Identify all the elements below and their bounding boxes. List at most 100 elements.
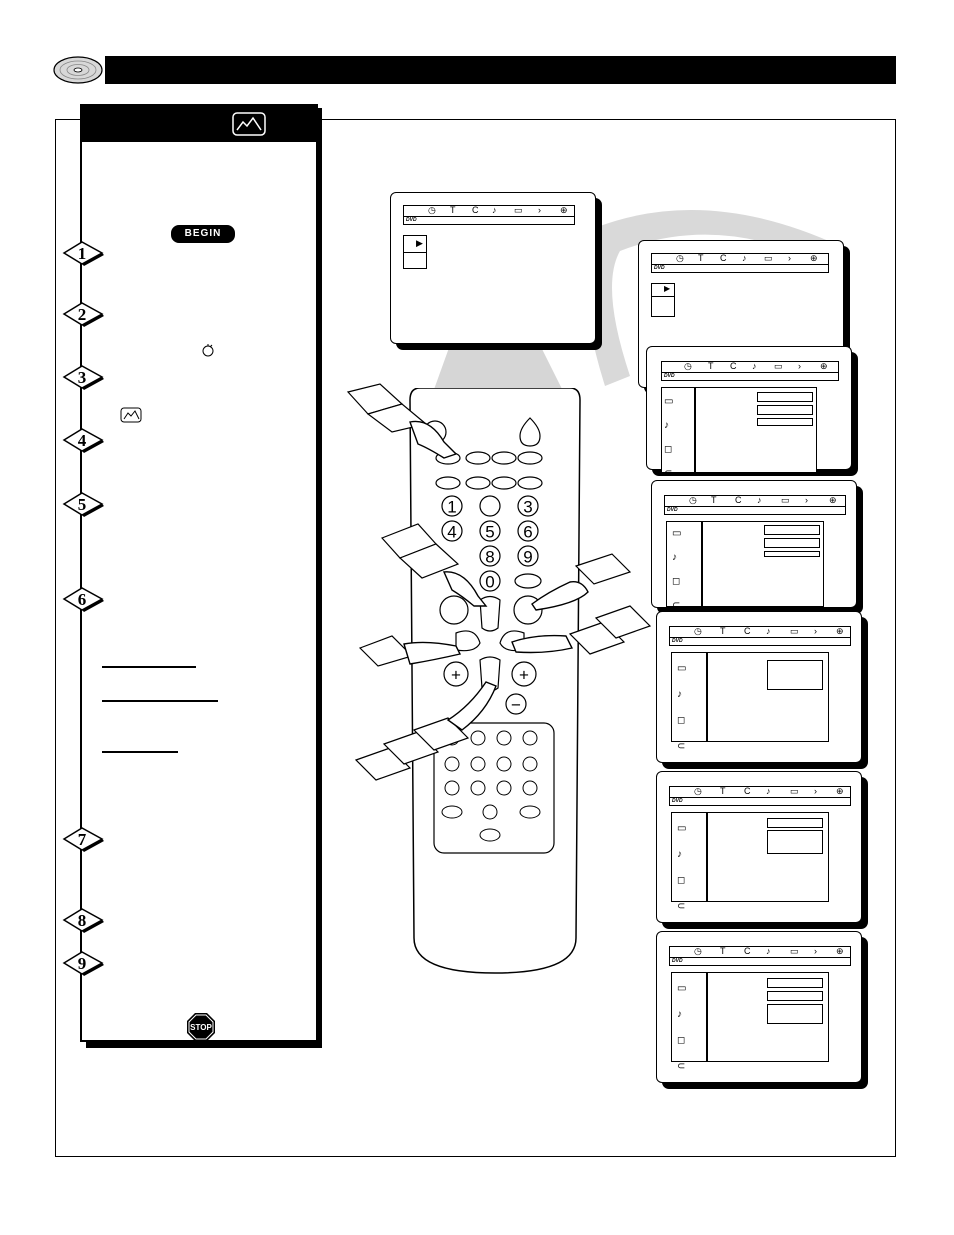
top-key-row (435, 451, 543, 490)
angle-icon: › (805, 495, 808, 505)
channel-minus-button[interactable]: − (505, 693, 527, 715)
clock-icon (202, 344, 214, 357)
digit-key-4[interactable]: 4 (441, 520, 463, 542)
remote-key[interactable] (491, 451, 517, 465)
preferences-icon: ⊂ (677, 1061, 686, 1072)
stop-button[interactable] (470, 780, 486, 796)
digit-key-6[interactable]: 6 (517, 520, 539, 542)
underline-3 (102, 751, 178, 753)
system-menu-button[interactable] (439, 595, 469, 625)
zoom-icon: ⊕ (820, 361, 828, 371)
angle-icon: › (814, 786, 817, 796)
play-icon: ▶ (416, 238, 423, 248)
channel-plus-button[interactable]: + (511, 661, 537, 687)
stop-label: STOP (190, 1023, 212, 1032)
compact-disc-icon (53, 56, 103, 84)
clock-icon: ◷ (428, 205, 436, 215)
next-button[interactable] (522, 756, 538, 772)
chapter-icon: C (744, 786, 751, 796)
subtitle-icon: ▭ (790, 626, 799, 636)
remote-key[interactable] (517, 476, 543, 490)
osd-side-panel (671, 812, 707, 902)
osd-side-icons: ▭ ♪ ◻ ⊂ (672, 522, 692, 612)
remote-key[interactable] (496, 730, 512, 746)
osd-content-area (702, 521, 824, 607)
digit-key-0[interactable]: 0 (479, 570, 501, 592)
zoom-icon: ⊕ (560, 205, 568, 215)
svg-text:4: 4 (447, 523, 456, 542)
music-note-icon: ♪ (677, 849, 682, 860)
osd-option-box (767, 818, 823, 828)
fast-forward-button[interactable] (522, 780, 538, 796)
play-icon: ▶ (664, 284, 671, 293)
sidebar-header (82, 106, 316, 142)
digit-key-2[interactable] (479, 495, 501, 517)
osd-option-list (767, 830, 823, 854)
angle-icon: › (798, 361, 801, 371)
svg-text:9: 9 (523, 548, 532, 567)
remote-key[interactable] (491, 476, 517, 490)
svg-text:2: 2 (78, 305, 87, 324)
instruction-sidebar: BEGIN STOP (80, 104, 318, 1042)
svg-text:+: + (451, 666, 461, 685)
svg-text:5: 5 (485, 523, 494, 542)
standby-button[interactable] (519, 417, 541, 447)
audio-icon: ♪ (766, 946, 771, 956)
title-icon: T (708, 361, 714, 371)
stop-sign-icon: STOP (187, 1013, 215, 1041)
previous-button[interactable] (444, 756, 460, 772)
osd-option-list (767, 660, 823, 690)
remote-key[interactable] (465, 476, 491, 490)
play-button[interactable] (496, 780, 512, 796)
page-frame (55, 119, 896, 1157)
digit-key-1[interactable]: 1 (441, 495, 463, 517)
digit-key-5[interactable]: 5 (479, 520, 501, 542)
remote-key[interactable] (435, 476, 461, 490)
digit-key-3[interactable]: 3 (517, 495, 539, 517)
step-6-marker: 6 (62, 587, 104, 612)
hand-pointer-icon (380, 523, 488, 607)
svg-text:4: 4 (78, 431, 87, 450)
osd-option-box (764, 551, 820, 557)
step-5-marker: 5 (62, 492, 104, 517)
osd-option-box (757, 418, 813, 426)
speech-bubble-icon: ◻ (677, 875, 686, 886)
remote-key[interactable] (496, 756, 512, 772)
remote-key[interactable] (517, 451, 543, 465)
title-icon: T (720, 786, 726, 796)
remote-key[interactable] (470, 756, 486, 772)
picture-settings-icon (232, 112, 266, 136)
remote-beam (432, 345, 565, 395)
digit-key-9[interactable]: 9 (517, 545, 539, 567)
remote-key[interactable] (441, 805, 463, 819)
hand-pointer-icon (511, 605, 652, 655)
subtitle-icon: ▭ (764, 253, 773, 263)
osd-option-box (767, 978, 823, 988)
volume-plus-button[interactable]: + (443, 661, 469, 687)
remote-key[interactable] (522, 730, 538, 746)
digit-key-8[interactable]: 8 (479, 545, 501, 567)
osd-side-icons: ▭ ♪ ◻ ⊂ (677, 976, 697, 1072)
eject-button[interactable] (479, 828, 501, 842)
angle-icon: › (788, 253, 791, 263)
transport-keys (441, 730, 541, 842)
osd-menubar: DVD ◷ T C ♪ ▭ › ⊕ (664, 495, 846, 515)
remote-key[interactable] (514, 573, 542, 589)
remote-key[interactable] (519, 805, 541, 819)
osd-screen-3: DVD ◷ T C ♪ ▭ › ⊕ (651, 480, 857, 608)
osd-screen-6: DVD ◷ T C ♪ ▭ › ⊕ (656, 931, 862, 1083)
rewind-button[interactable] (444, 780, 460, 796)
osd-option-box-selected (757, 405, 813, 415)
remote-key[interactable] (470, 730, 486, 746)
osd-side-icons: ▭ ♪ ◻ ⊂ (664, 390, 684, 480)
remote-key[interactable] (465, 451, 491, 465)
osd-menubar: DVD ◷ T C ♪ ▭ › ⊕ (669, 626, 851, 646)
zoom-icon: ⊕ (836, 786, 844, 796)
osd-menubar: DVD ◷ T C ♪ ▭ › ⊕ (661, 361, 839, 381)
step-8-marker: 8 (62, 908, 104, 933)
osd-option-box (764, 525, 820, 535)
pause-button[interactable] (482, 804, 498, 820)
cursor-left-button[interactable] (455, 630, 481, 652)
title-icon: T (720, 626, 726, 636)
osd-menubar: DVD ◷ T C ♪ ▭ › ⊕ (403, 205, 575, 225)
